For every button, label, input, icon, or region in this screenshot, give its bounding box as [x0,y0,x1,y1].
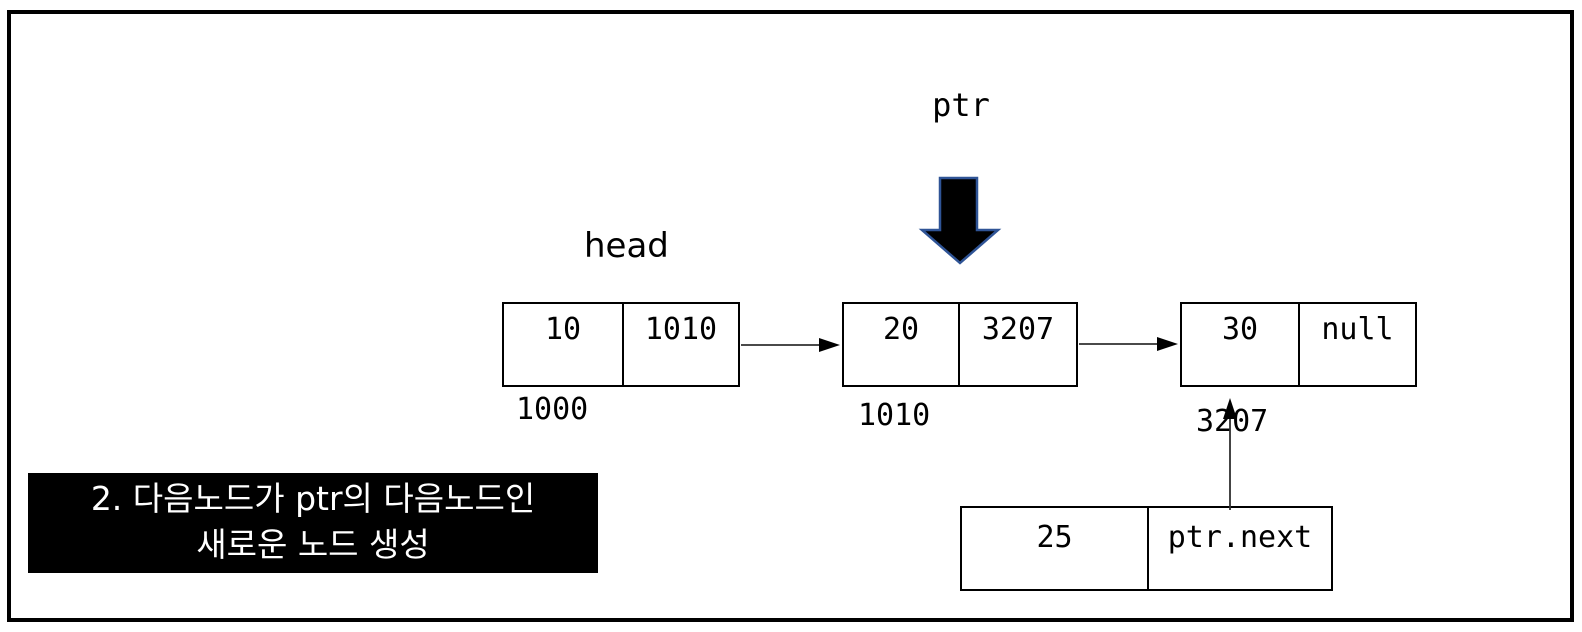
node-2-next-cell: 3207 [981,312,1055,347]
caption-box: 2. 다음노드가 ptr의 다음노드인 새로운 노드 생성 [28,473,598,573]
node-3-value-cell: 30 [1182,304,1300,385]
new-node-value-cell: 25 [962,508,1149,589]
node-1: 10 1010 [502,302,740,387]
node-1-next-cell: 1010 [644,312,718,347]
head-label: head [584,226,669,266]
node-2: 20 3207 [842,302,1078,387]
node-2-address-label: 1010 [858,398,931,433]
node-1-address-label: 1000 [516,392,589,427]
new-node: 25 ptr.next [960,506,1333,591]
node-2-value-cell: 20 [844,304,960,385]
caption-line-1: 2. 다음노드가 ptr의 다음노드인 [90,479,536,518]
new-node-next-cell: ptr.next [1167,520,1313,555]
node-3-address-label: 3207 [1196,404,1269,439]
node-1-value-cell: 10 [504,304,624,385]
node-3: 30 null [1180,302,1417,387]
node-3-next-cell: null [1321,312,1394,347]
ptr-label: ptr [932,86,990,124]
caption-line-2: 새로운 노드 생성 [196,525,430,564]
